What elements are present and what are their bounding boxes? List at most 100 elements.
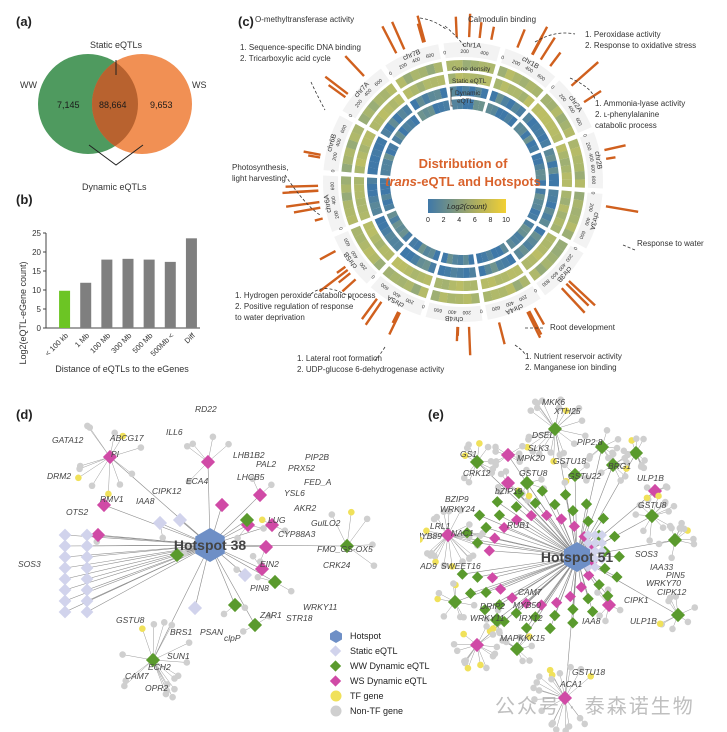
circos-track-segment <box>388 235 400 248</box>
circos-track-segment <box>375 136 388 147</box>
circos-track-segment <box>572 199 584 209</box>
non-tf-gene-node <box>431 552 438 560</box>
annotation-arrow <box>514 344 526 356</box>
ws-eqtl-node <box>252 487 268 503</box>
chromosome-tick-label: 200 <box>557 93 567 103</box>
static-eqtl-node <box>58 528 72 542</box>
circos-track-segment <box>545 99 559 112</box>
circos-track-segment <box>567 138 580 150</box>
circos-track-segment <box>482 75 493 87</box>
circos-track-segment <box>408 83 420 97</box>
circos-track-segment <box>530 84 544 98</box>
gene-label: CIPK12 <box>657 587 687 597</box>
network-edge <box>152 622 165 661</box>
non-tf-gene-node <box>440 613 448 620</box>
circos-track-segment <box>380 183 391 190</box>
circos-track-segment <box>354 190 366 200</box>
chromosome-tick-label: 400 <box>335 138 343 148</box>
chromosome-tick-label: 0 <box>532 287 538 294</box>
ww-eqtl-node <box>567 617 579 629</box>
tf-gene-node <box>526 633 533 640</box>
non-tf-gene-node <box>466 521 473 528</box>
static-eqtl-node <box>590 546 600 556</box>
chromosome-tick-label: 400 <box>524 65 534 75</box>
circos-track-segment <box>427 247 437 260</box>
circos-track-segment <box>367 189 379 198</box>
gene-label: BRS1 <box>170 627 192 637</box>
annotation-peroxidase: 1. Peroxidase activity <box>585 30 661 39</box>
circos-track-segment <box>547 126 561 138</box>
circos-track-segment <box>350 225 364 238</box>
gene-label: AKR2 <box>293 503 316 513</box>
non-tf-gene-node <box>459 558 466 565</box>
circos-track-segment <box>550 105 564 119</box>
circos-track-segment <box>462 86 470 97</box>
circos-track-segment <box>373 257 387 271</box>
legend-hexagon-icon <box>330 629 342 643</box>
circos-track-segment <box>547 166 559 175</box>
non-tf-gene-node <box>483 664 490 672</box>
ww-eqtl-node <box>549 609 561 622</box>
track-label-static: Static eQTL <box>452 78 487 85</box>
non-tf-gene-node <box>523 466 530 474</box>
circos-track-segment <box>394 223 407 234</box>
non-tf-gene-node <box>596 612 603 619</box>
circos-track-segment <box>497 65 509 78</box>
circos-track-segment <box>528 144 540 154</box>
non-tf-gene-node <box>159 534 167 542</box>
network-edge <box>346 518 368 547</box>
legend-label: WS Dynamic eQTL <box>350 675 428 686</box>
circos-track-segment <box>531 102 544 115</box>
circos-track-segment <box>369 120 382 132</box>
trans-eqtl-hotspot-bar <box>565 282 590 307</box>
chromosome-band <box>572 192 603 249</box>
ws-eqtl-node <box>555 513 568 525</box>
tf-gene-node <box>258 516 266 524</box>
tf-gene-node <box>119 432 127 440</box>
circos-track-segment <box>354 165 366 174</box>
circos-track-segment <box>489 261 499 274</box>
non-tf-gene-node <box>585 455 593 462</box>
trans-eqtl-hotspot-bar <box>560 287 586 314</box>
circos-track-segment <box>454 60 463 71</box>
circos-track-segment <box>436 74 446 86</box>
non-tf-gene-node <box>643 484 651 491</box>
bar-ytick-label: 25 <box>32 229 41 238</box>
circos-track-segment <box>493 273 504 286</box>
trans-eqtl-hotspot-bar <box>526 311 542 339</box>
network-edge <box>152 642 190 661</box>
static-eqtl-node <box>172 512 188 528</box>
gene-label: IAA33 <box>650 562 673 572</box>
chromosome-tick-label: 0 <box>581 133 588 138</box>
gene-label: SOS3 <box>635 549 658 559</box>
trans-eqtl-hotspot-bar <box>467 326 472 356</box>
gene-label: DSEL <box>532 430 554 440</box>
circos-track-segment <box>422 78 433 91</box>
colorbar-tick: 2 <box>442 217 446 224</box>
network-edge <box>530 410 556 430</box>
circos-track-segment <box>480 251 489 263</box>
trans-eqtl-hotspot-bar <box>604 144 626 152</box>
tf-gene-node <box>643 494 651 502</box>
circos-track-segment <box>344 207 356 218</box>
circos-track-segment <box>367 252 381 265</box>
circos-title-trans: trans <box>385 174 417 189</box>
circos-track-segment <box>561 179 572 188</box>
legend-label: Non-TF gene <box>350 705 404 716</box>
non-tf-gene-node <box>465 478 473 486</box>
circos-track-segment <box>483 263 493 276</box>
circos-track-segment <box>440 278 450 291</box>
circos-track-segment <box>540 257 554 271</box>
ww-eqtl-node <box>513 487 525 500</box>
non-tf-gene-node <box>609 449 616 457</box>
non-tf-gene-node <box>496 629 503 637</box>
trans-eqtl-hotspot-bar <box>318 268 349 293</box>
annotation-arrow <box>622 244 636 251</box>
network-edge <box>86 544 211 613</box>
chromosome-tick-label: 0 <box>479 308 483 314</box>
trans-eqtl-hotspot-bar <box>605 205 639 213</box>
non-tf-gene-node <box>489 631 497 638</box>
circos-track-segment <box>401 121 413 133</box>
circos-track-segment <box>499 242 510 255</box>
